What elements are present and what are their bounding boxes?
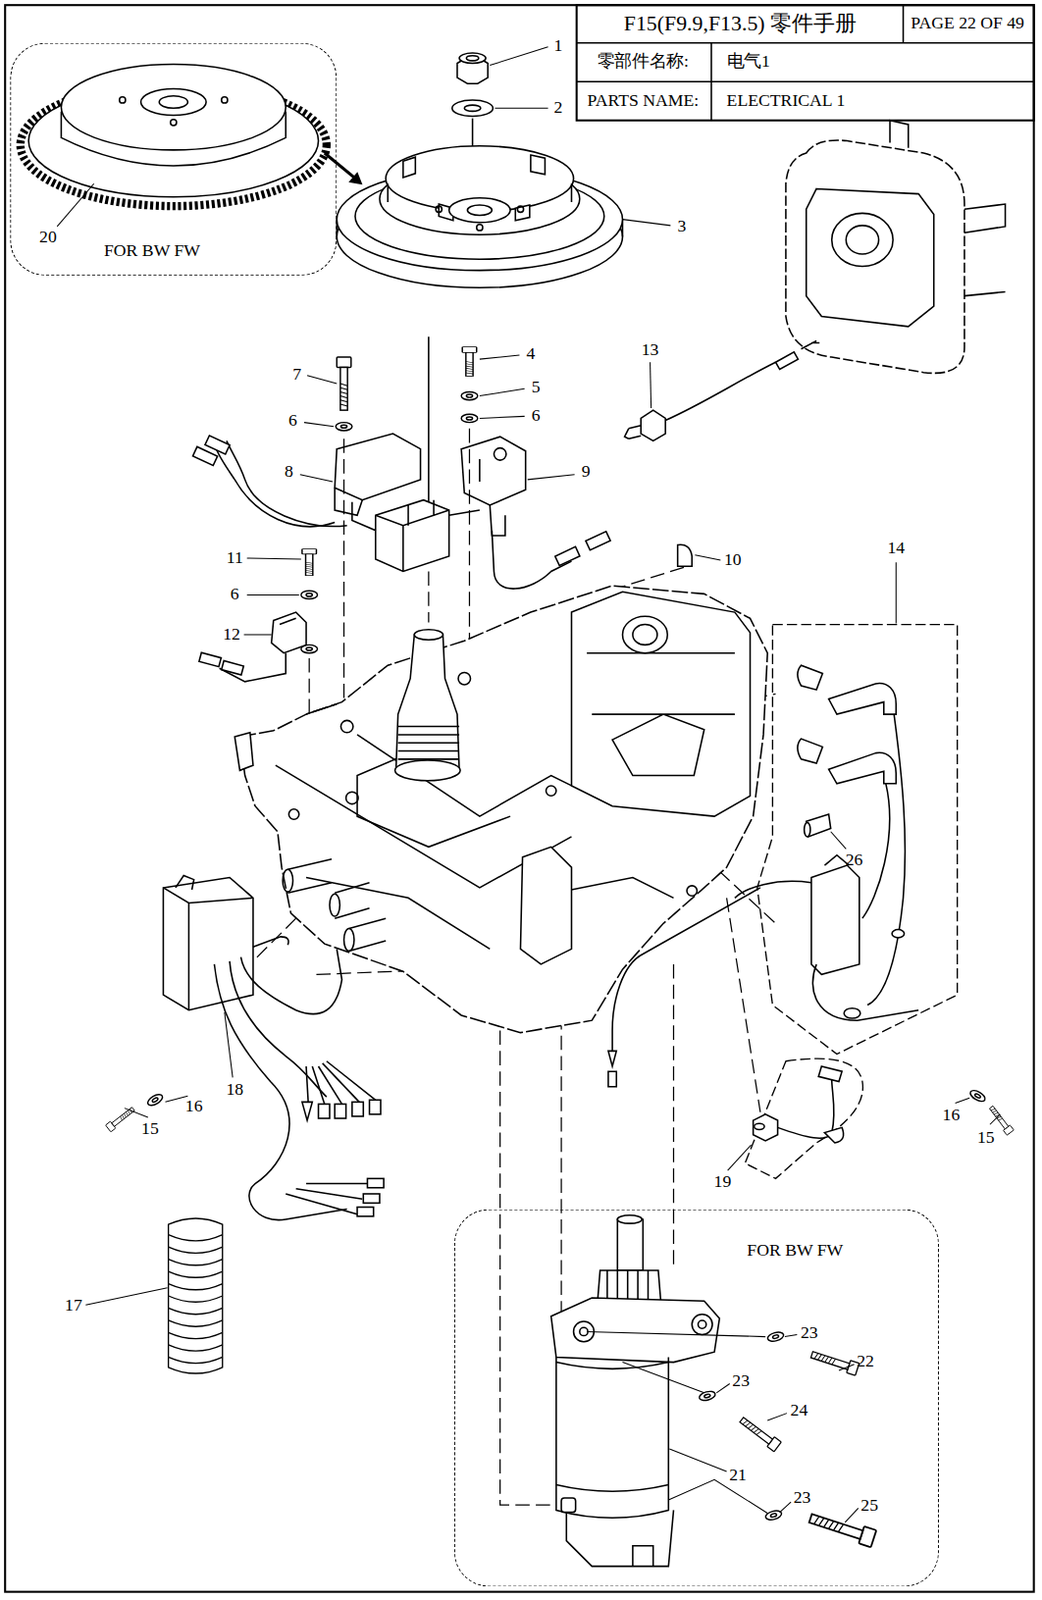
callout-number: 20 — [39, 228, 57, 248]
header-cell: 零部件名称: — [597, 52, 689, 72]
callout-number: 3 — [677, 216, 686, 236]
header-cell: PAGE 22 OF 49 — [910, 13, 1025, 33]
callout-number: 14 — [886, 539, 905, 559]
callout-number: 4 — [525, 344, 535, 364]
callout-number: 24 — [790, 1402, 809, 1421]
callout-number: 8 — [284, 463, 294, 482]
callout-number: 5 — [531, 378, 541, 398]
callout-number: 18 — [225, 1080, 244, 1099]
callout-number: 26 — [845, 850, 864, 870]
header-cell: PARTS NAME: — [586, 91, 699, 110]
region-note: FOR BW FW — [746, 1242, 843, 1261]
callout-number: 9 — [581, 463, 591, 482]
variant-region: FOR BW FW — [454, 1209, 939, 1588]
callout-number: 16 — [942, 1105, 961, 1125]
callout-number: 23 — [793, 1488, 812, 1508]
callout-number: 12 — [222, 625, 241, 644]
callout-number: 21 — [729, 1465, 747, 1485]
callout-number: 25 — [860, 1497, 879, 1516]
callout-number: 15 — [977, 1128, 995, 1147]
header-cell: 电气1 — [727, 52, 771, 72]
region-note: FOR BW FW — [104, 241, 201, 261]
variant-region: FOR BW FW — [9, 43, 337, 276]
callout-number: 17 — [64, 1297, 83, 1316]
callout-number: 7 — [292, 364, 302, 384]
callout-number: 15 — [141, 1120, 159, 1140]
callout-number: 10 — [724, 550, 742, 570]
callout-number: 19 — [714, 1173, 732, 1193]
callout-number: 6 — [230, 585, 240, 605]
callout-number: 6 — [531, 407, 541, 426]
callout-number: 1 — [554, 36, 564, 55]
callout-number: 11 — [226, 548, 244, 568]
callout-number: 23 — [800, 1324, 819, 1344]
callout-number: 6 — [288, 412, 298, 431]
header-cell: ELECTRICAL 1 — [727, 91, 846, 110]
callout-number: 22 — [856, 1353, 875, 1372]
callout-number: 2 — [554, 99, 564, 118]
callout-number: 23 — [731, 1372, 750, 1392]
callout-number: 13 — [641, 340, 660, 360]
page-title: F15(F9.9,F13.5) 零件手册 — [624, 11, 857, 36]
callout-number: 16 — [185, 1097, 204, 1117]
